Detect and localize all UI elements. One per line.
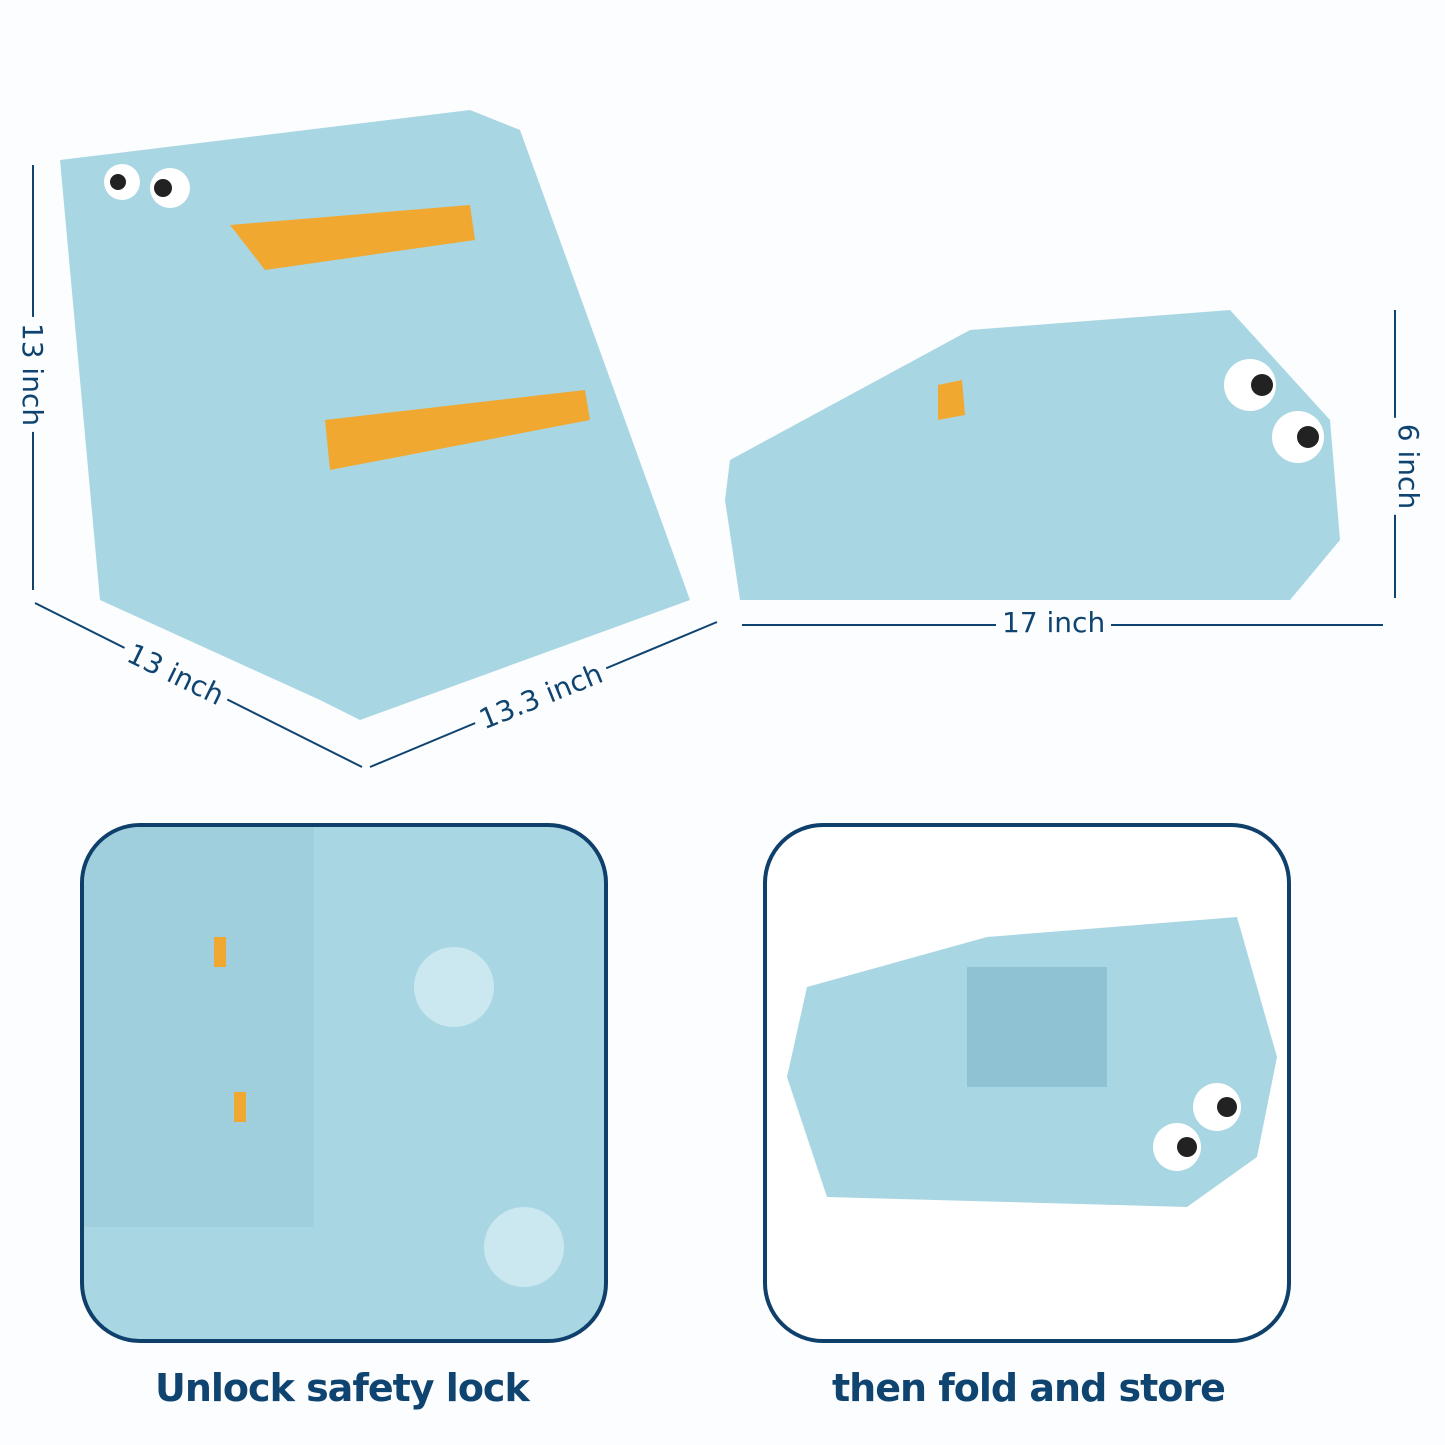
lower-step bbox=[325, 390, 590, 470]
safety-lock-closeup bbox=[80, 823, 608, 1343]
stool-folded bbox=[725, 310, 1340, 600]
upper-step bbox=[230, 205, 475, 270]
height-unfolded-label: 13 inch bbox=[16, 316, 50, 433]
caption-unlock: Unlock safety lock bbox=[155, 1366, 530, 1410]
eye-icon bbox=[1224, 359, 1276, 411]
stool-unfolded bbox=[60, 110, 690, 720]
length-folded-label: 17 inch bbox=[996, 606, 1112, 639]
folded-storage-closeup bbox=[763, 823, 1291, 1343]
caption-fold-store: then fold and store bbox=[832, 1366, 1226, 1410]
height-folded-label: 6 inch bbox=[1392, 417, 1426, 516]
